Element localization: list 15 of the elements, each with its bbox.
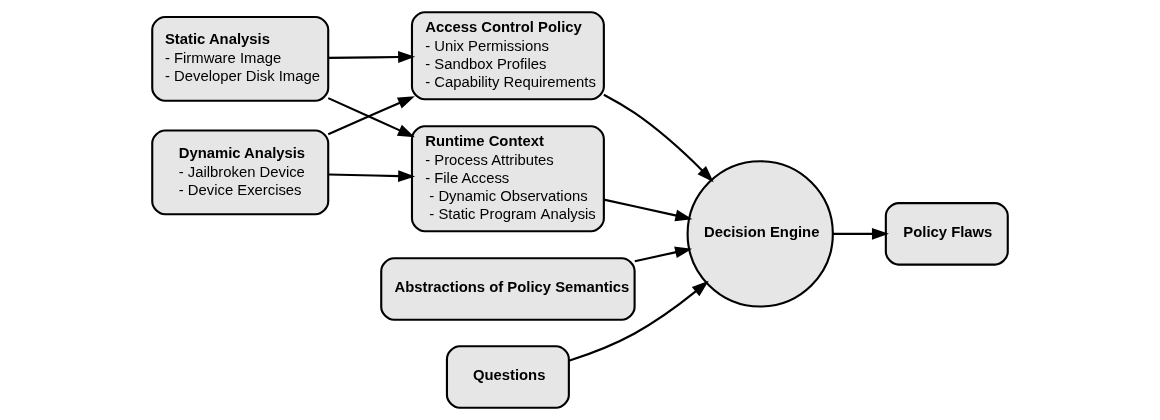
arrow	[833, 227, 889, 240]
node-box: Runtime Context - Process Attributes - File Access - Dynamic Observations - Static Program Analysis	[410, 125, 605, 233]
arrow	[328, 51, 416, 63]
node-circle: Decision Engine	[686, 160, 834, 308]
node-box: Access Control Policy - Unix Permissions - Sandbox Profiles - Capability Requirements	[410, 11, 605, 101]
node-box: Static Analysis - Firmware Image - Developer Disk Image	[151, 16, 330, 102]
node-box: Questions	[445, 345, 570, 409]
node-box: Policy Flaws	[884, 202, 1009, 266]
node-box: Abstractions of Policy Semantics	[380, 257, 636, 321]
arrow	[328, 170, 416, 183]
node-box: Dynamic Analysis - Jailbroken Device - Device Exercises	[151, 129, 330, 216]
arrow	[603, 198, 693, 222]
arrow	[634, 246, 693, 263]
arrow	[603, 93, 714, 183]
arrow	[568, 280, 709, 362]
